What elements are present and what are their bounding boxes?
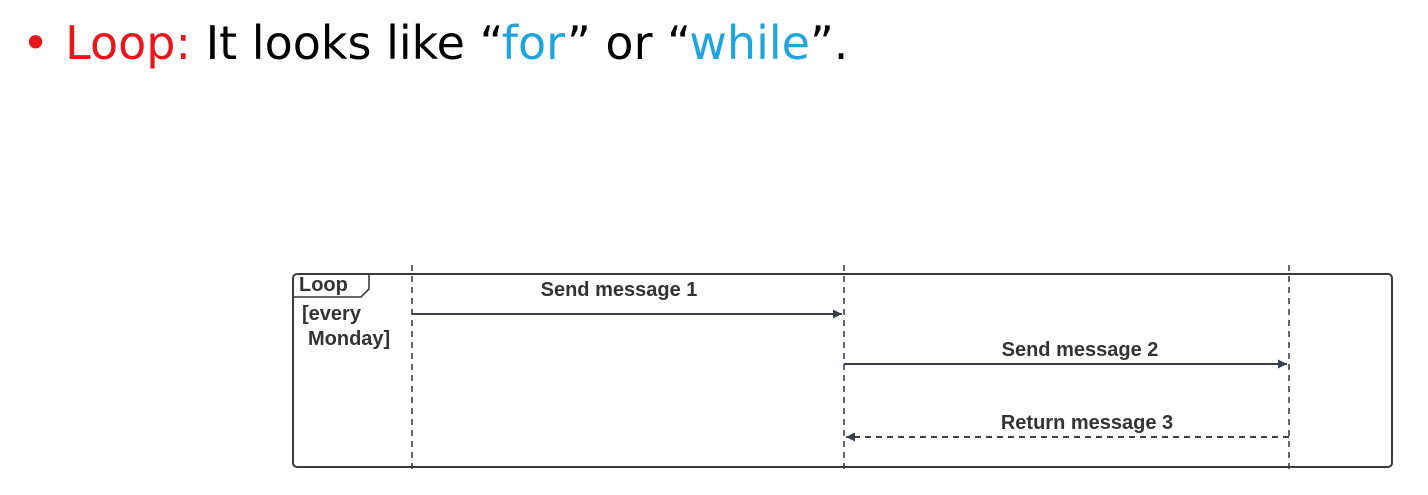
heading-text-before: It looks like “	[190, 16, 502, 70]
loop-fragment-frame	[292, 273, 1393, 468]
message-2-label: Send message 2	[1002, 339, 1159, 361]
heading-term-while: while	[689, 16, 810, 70]
message-1-label: Send message 1	[541, 279, 698, 301]
bullet-marker: •	[22, 16, 50, 70]
loop-guard-line2: Monday]	[308, 328, 390, 350]
heading-text-middle: ” or “	[566, 16, 690, 70]
heading-term-for: for	[501, 16, 567, 70]
heading-text-after: ”.	[809, 16, 849, 70]
slide-heading: • Loop: It looks like “for” or “while”.	[22, 10, 848, 76]
loop-operator-label: Loop	[299, 274, 348, 296]
message-3-label: Return message 3	[1001, 412, 1173, 434]
heading-keyword: Loop:	[65, 16, 191, 70]
loop-operator-tab	[293, 274, 370, 298]
loop-guard-line1: [every	[302, 303, 362, 325]
